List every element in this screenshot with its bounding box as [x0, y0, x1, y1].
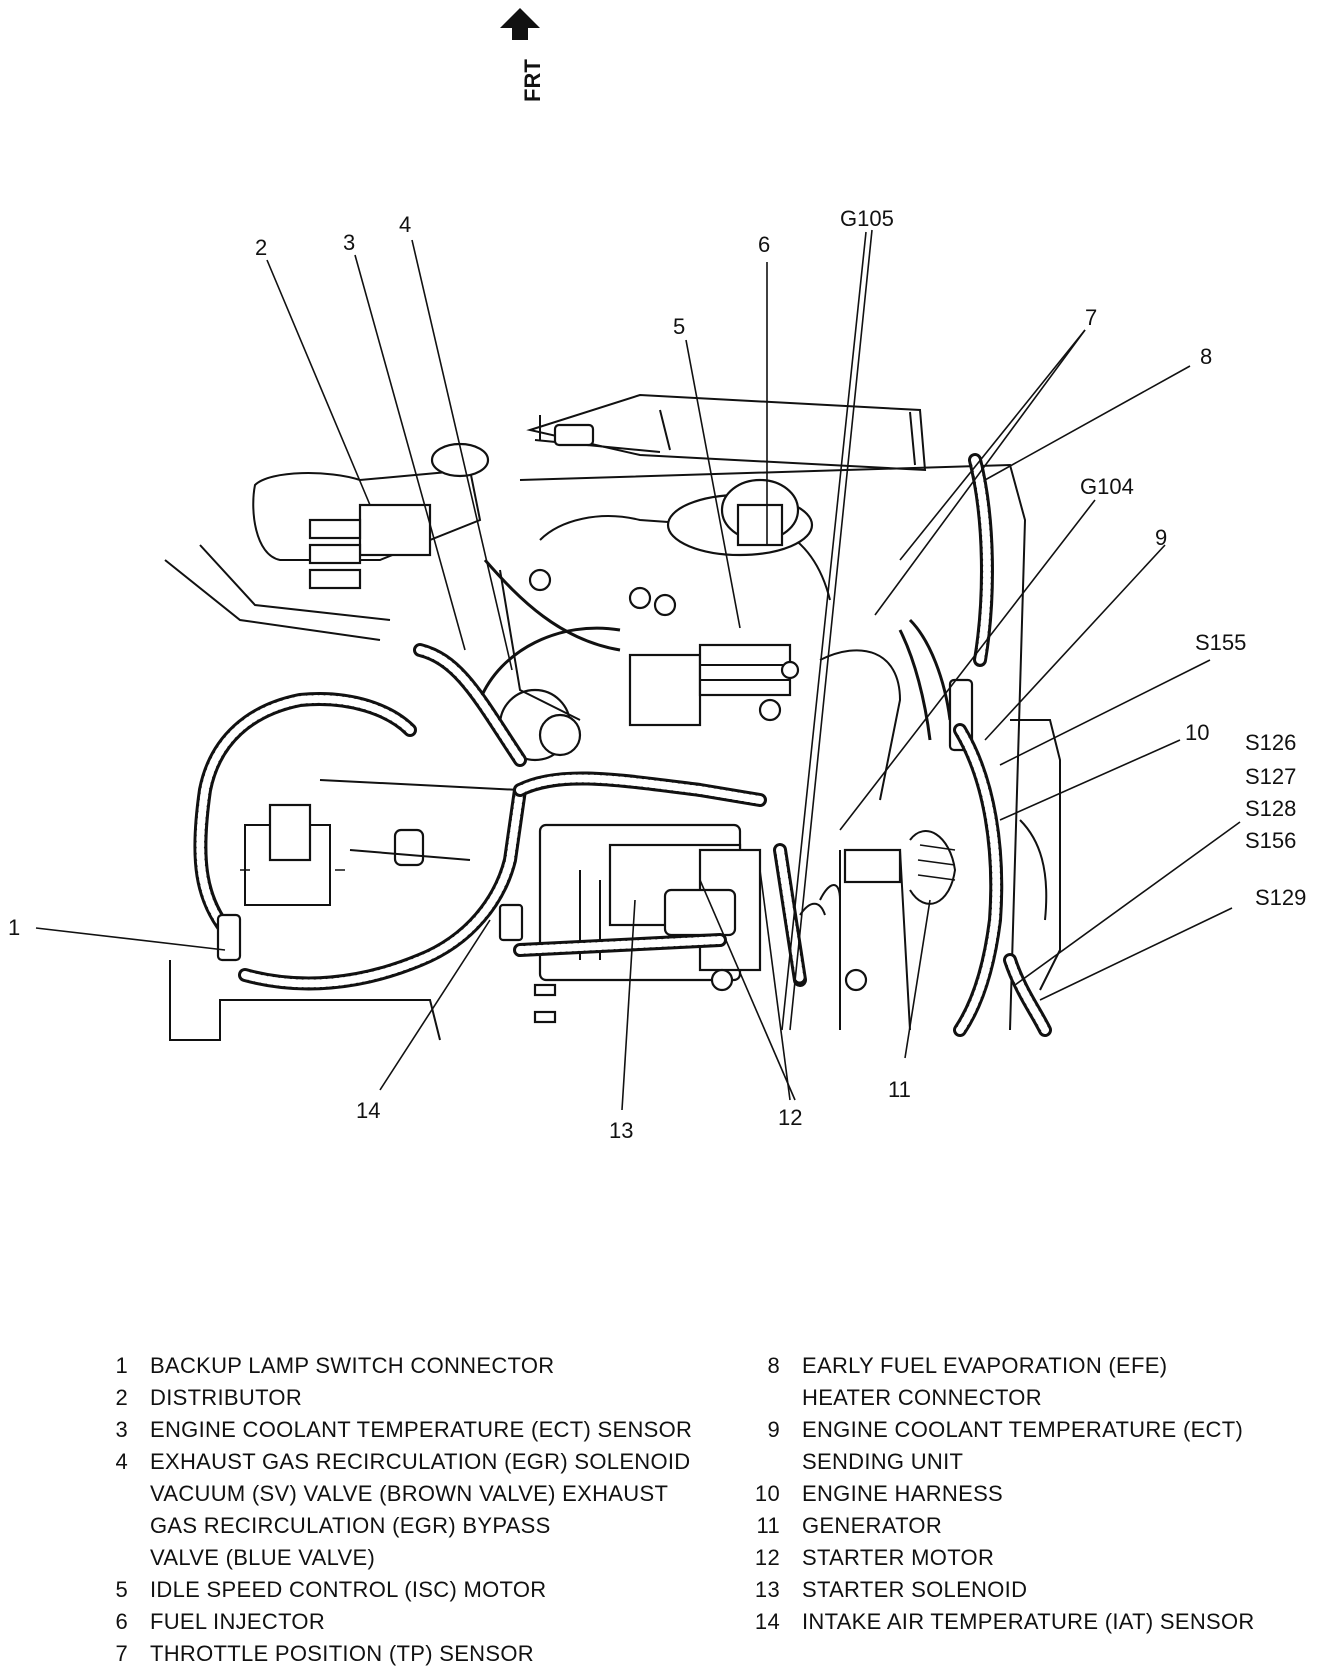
legend-item-label: ENGINE HARNESS — [802, 1481, 1004, 1506]
callout-5: 5 — [673, 314, 685, 339]
legend-item-label: GENERATOR — [802, 1513, 943, 1538]
callout-12: 12 — [778, 1105, 802, 1130]
legend-item: 10 ENGINE HARNESS — [752, 1478, 1255, 1510]
callout-s155: S155 — [1195, 630, 1246, 655]
legend-item-number: 11 — [756, 1513, 780, 1538]
callout-s156: S156 — [1245, 828, 1296, 853]
callout-9: 9 — [1155, 525, 1167, 550]
legend-item-label: IDLE SPEED CONTROL (ISC) MOTOR — [150, 1577, 547, 1602]
legend-item-number: 6 — [115, 1609, 128, 1634]
legend-item-number: 1 — [115, 1353, 128, 1378]
callout-g104: G104 — [1080, 474, 1134, 499]
legend-item-label-continued: HEATER CONNECTOR — [802, 1385, 1042, 1410]
legend-left-column: 1 BACKUP LAMP SWITCH CONNECTOR 2 DISTRIBUTO… — [100, 1350, 692, 1670]
legend-item: 8 EARLY FUEL EVAPORATION (EFE) — [752, 1350, 1255, 1382]
legend-item-number: 3 — [115, 1417, 128, 1442]
legend-item-label: STARTER SOLENOID — [802, 1577, 1028, 1602]
legend-item: 4 EXHAUST GAS RECIRCULATION (EGR) SOLENOI… — [100, 1446, 692, 1478]
legend-item-number: 5 — [115, 1577, 128, 1602]
legend-item-label-continued: VALVE (BLUE VALVE) — [150, 1545, 376, 1570]
engine-harness — [193, 453, 1052, 1037]
callout-10: 10 — [1185, 720, 1209, 745]
legend-item-label: BACKUP LAMP SWITCH CONNECTOR — [150, 1353, 555, 1378]
legend-item-label: INTAKE AIR TEMPERATURE (IAT) SENSOR — [802, 1609, 1255, 1634]
legend-item-number: 10 — [754, 1481, 780, 1506]
engine-diagram: FRT — [8, 8, 1306, 1143]
legend-item-label-continued: GAS RECIRCULATION (EGR) BYPASS — [150, 1513, 551, 1538]
legend-item-label-continued: SENDING UNIT — [802, 1449, 964, 1474]
legend-item: 14 INTAKE AIR TEMPERATURE (IAT) SENSOR — [752, 1606, 1255, 1638]
callout-6: 6 — [758, 232, 770, 257]
legend-item: 1 BACKUP LAMP SWITCH CONNECTOR — [100, 1350, 692, 1382]
callout-s127: S127 — [1245, 764, 1296, 789]
callout-8: 8 — [1200, 344, 1212, 369]
callout-2: 2 — [255, 235, 267, 260]
legend-item: 2 DISTRIBUTOR — [100, 1382, 692, 1414]
component-legend: 1 BACKUP LAMP SWITCH CONNECTOR 2 DISTRIBUTO… — [0, 1350, 1328, 1680]
front-direction-arrow: FRT — [500, 8, 545, 102]
legend-item: 11 GENERATOR — [752, 1510, 1255, 1542]
legend-item-label: THROTTLE POSITION (TP) SENSOR — [150, 1641, 534, 1666]
legend-item: 3 ENGINE COOLANT TEMPERATURE (ECT) SENSOR — [100, 1414, 692, 1446]
legend-item: 13 STARTER SOLENOID — [752, 1574, 1255, 1606]
legend-item: 7 THROTTLE POSITION (TP) SENSOR — [100, 1638, 692, 1670]
leader-lines — [35, 229, 1241, 1111]
legend-item-number: 12 — [754, 1545, 780, 1570]
legend-item: 12 STARTER MOTOR — [752, 1542, 1255, 1574]
callout-s128: S128 — [1245, 796, 1296, 821]
callout-3: 3 — [343, 230, 355, 255]
legend-item-number: 7 — [115, 1641, 128, 1666]
legend-item-number: 4 — [115, 1449, 128, 1474]
legend-item-number: 13 — [754, 1577, 780, 1602]
legend-item-label: EXHAUST GAS RECIRCULATION (EGR) SOLENOID — [150, 1449, 691, 1474]
legend-item-label: EARLY FUEL EVAPORATION (EFE) — [802, 1353, 1168, 1378]
legend-item: 6 FUEL INJECTOR — [100, 1606, 692, 1638]
callout-g105: G105 — [840, 206, 894, 231]
legend-item-number: 9 — [767, 1417, 780, 1442]
callout-14: 14 — [356, 1098, 380, 1123]
callout-s126: S126 — [1245, 730, 1296, 755]
front-direction-label: FRT — [520, 59, 545, 102]
legend-item-label: STARTER MOTOR — [802, 1545, 995, 1570]
callout-7: 7 — [1085, 305, 1097, 330]
legend-item-label-continued: VACUUM (SV) VALVE (BROWN VALVE) EXHAUST — [150, 1481, 669, 1506]
legend-item-number: 14 — [754, 1609, 780, 1634]
callout-4: 4 — [399, 212, 411, 237]
legend-item: 5 IDLE SPEED CONTROL (ISC) MOTOR — [100, 1574, 692, 1606]
legend-item-label: FUEL INJECTOR — [150, 1609, 326, 1634]
callout-labels: 1 2 3 4 5 6 7 8 9 10 11 12 13 14 G105 G1… — [8, 206, 1306, 1143]
legend-right-column: 8 EARLY FUEL EVAPORATION (EFE) HEATER CONN… — [752, 1350, 1255, 1638]
legend-item: 9 ENGINE COOLANT TEMPERATURE (ECT) — [752, 1414, 1255, 1446]
legend-item-number: 2 — [115, 1385, 128, 1410]
legend-item-label: ENGINE COOLANT TEMPERATURE (ECT) — [802, 1417, 1244, 1442]
callout-11: 11 — [888, 1077, 911, 1102]
legend-item-label: DISTRIBUTOR — [150, 1385, 303, 1410]
callout-13: 13 — [609, 1118, 633, 1143]
callout-s129: S129 — [1255, 885, 1306, 910]
callout-1: 1 — [8, 915, 20, 940]
legend-item-label: ENGINE COOLANT TEMPERATURE (ECT) SENSOR — [150, 1417, 693, 1442]
legend-item-number: 8 — [767, 1353, 780, 1378]
